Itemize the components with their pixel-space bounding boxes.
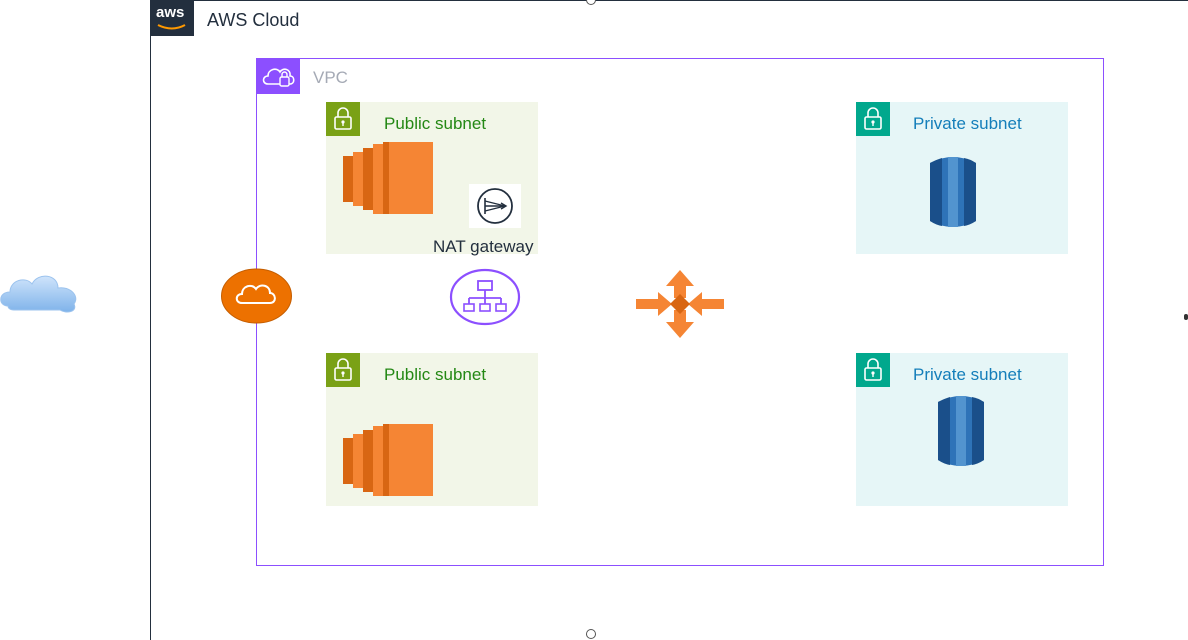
lock-icon [856, 353, 890, 387]
nat-gateway-label: NAT gateway [433, 237, 534, 256]
aws-cloud-label: AWS Cloud [207, 10, 300, 30]
ec2-instance-icon [343, 142, 433, 214]
rds-database-icon [930, 157, 976, 227]
aws-logo-text: aws [156, 4, 185, 21]
lock-icon [326, 102, 360, 136]
ec2-instance-icon [343, 424, 433, 496]
lock-icon [856, 102, 890, 136]
internet-gateway-icon [221, 268, 292, 324]
aws-logo-icon: aws [150, 0, 194, 36]
private-subnet-1-label: Private subnet [913, 114, 1022, 133]
load-balancer-icon [449, 268, 521, 326]
vpc-label: VPC [313, 68, 348, 87]
auto-scaling-icon [636, 270, 724, 338]
public-subnet-1-label: Public subnet [384, 114, 487, 133]
connection-point-bottom [586, 629, 596, 639]
internet-cloud-icon [0, 275, 77, 313]
vpc-cloud-icon [256, 58, 300, 94]
connection-point-right [1184, 314, 1188, 320]
aws-cloud-group [150, 0, 1188, 640]
private-subnet-2-label: Private subnet [913, 365, 1022, 384]
nat-gateway-icon [469, 184, 521, 228]
public-subnet-2-label: Public subnet [384, 365, 487, 384]
lock-icon [326, 353, 360, 387]
rds-database-icon [938, 396, 984, 466]
